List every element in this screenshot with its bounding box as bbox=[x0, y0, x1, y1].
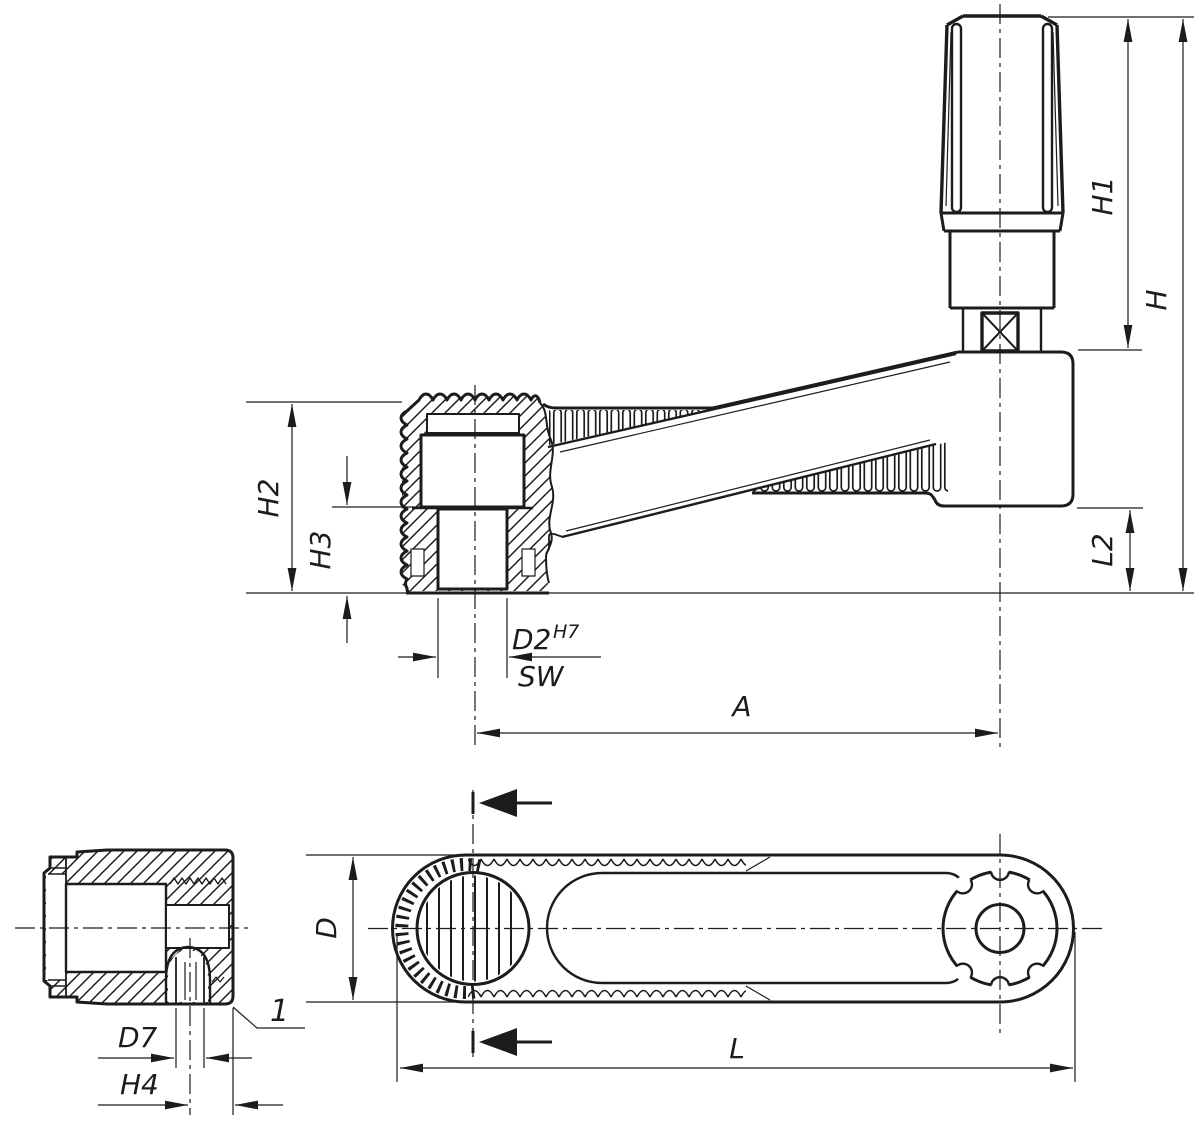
hub-bore-window bbox=[419, 433, 526, 509]
dimension-d7: D7 bbox=[98, 1008, 252, 1068]
arm-hub-step bbox=[545, 532, 564, 555]
dim-label-sw: SW bbox=[518, 660, 565, 693]
bore-walls bbox=[175, 957, 205, 1003]
dim-label-h1: H1 bbox=[1086, 177, 1119, 216]
grip-side-edges bbox=[939, 24, 1065, 214]
crank-arm bbox=[542, 350, 1075, 555]
dim-label-l2: L2 bbox=[1086, 533, 1119, 566]
dimension-h1: H1 bbox=[1086, 19, 1133, 348]
dimension-h4: H4 bbox=[98, 1008, 283, 1115]
dim-label-d: D bbox=[310, 917, 343, 939]
ext-lines-d7 bbox=[175, 1008, 205, 1068]
dimension-d2-sw: D2 H7 SW bbox=[398, 621, 601, 693]
dim-label-h4: H4 bbox=[120, 1068, 159, 1101]
section-bore bbox=[64, 882, 168, 974]
bore-dome bbox=[164, 945, 212, 1003]
grip-groove-right bbox=[1041, 22, 1054, 214]
cap-step-lines bbox=[48, 867, 66, 987]
dim-label-l: L bbox=[729, 1032, 745, 1065]
handle-grip bbox=[939, 14, 1065, 353]
hub-square-hole bbox=[436, 507, 509, 591]
grip-side-inner-lines bbox=[945, 31, 1059, 207]
dimension-h2: H2 bbox=[252, 404, 297, 591]
dimension-l2: L2 bbox=[1086, 510, 1135, 591]
bushing-sides bbox=[961, 308, 1043, 351]
knurl-band-bottom bbox=[468, 985, 746, 999]
hub-top-recess bbox=[426, 413, 520, 434]
dim-label-d7: D7 bbox=[118, 1021, 158, 1054]
neck-sides bbox=[948, 231, 1056, 308]
side-section-view: D7 H4 1 bbox=[15, 848, 305, 1115]
callout-1: 1 bbox=[232, 994, 305, 1029]
ext-lines-d bbox=[306, 854, 462, 1003]
dimension-d: D bbox=[306, 854, 462, 1003]
arm-end-block bbox=[752, 350, 1075, 508]
dimension-l: L bbox=[396, 932, 1076, 1082]
dimension-h: H bbox=[1140, 19, 1188, 591]
callout-leader bbox=[232, 1006, 305, 1029]
dim-label-d2-tolerance: H7 bbox=[553, 621, 579, 643]
ext-lines-d2 bbox=[437, 598, 508, 678]
section-arrow-top bbox=[479, 789, 552, 817]
bore-thread-lines bbox=[184, 962, 197, 1000]
arm-web-bottom-inner-line bbox=[565, 439, 931, 532]
grip-top-chamfers bbox=[946, 14, 1058, 27]
section-arrow-bottom bbox=[479, 1028, 552, 1056]
knurl-band-taper-lines bbox=[745, 856, 771, 1001]
serration-teeth bbox=[169, 877, 227, 885]
knurl-band-top bbox=[468, 857, 746, 871]
section-mid-band bbox=[165, 904, 230, 949]
dim-label-h2: H2 bbox=[252, 479, 285, 518]
front-view: H2 H3 H1 H L2 A D2 H7 SW bbox=[246, 4, 1194, 748]
section-outline bbox=[42, 848, 235, 1006]
dim-label-h3: H3 bbox=[304, 531, 337, 570]
dim-label-h: H bbox=[1140, 289, 1173, 310]
arm-rib-band-lower bbox=[753, 442, 948, 492]
collar-sides bbox=[939, 212, 1065, 232]
hub-groove-left bbox=[410, 548, 425, 577]
arm-web-top-inner-line bbox=[559, 361, 951, 453]
knurled-stud-cross-icon bbox=[981, 312, 1019, 352]
ext-lines-l bbox=[396, 932, 1076, 1082]
extension-lines bbox=[246, 16, 1194, 678]
boss-bore-white bbox=[168, 950, 208, 1002]
arm-top-edge bbox=[542, 350, 959, 410]
dimension-h3: H3 bbox=[304, 456, 352, 643]
hub-knurled-top-edge bbox=[405, 392, 542, 413]
dimension-a: A bbox=[477, 690, 998, 738]
dim-label-a: A bbox=[730, 690, 751, 723]
top-view: D L bbox=[306, 789, 1106, 1082]
arm-web-bottom-edge bbox=[561, 442, 937, 539]
serration-tick bbox=[211, 976, 225, 983]
grip-cap-interior bbox=[46, 874, 66, 980]
callout-label: 1 bbox=[270, 994, 289, 1029]
grip-groove-left bbox=[950, 22, 963, 214]
hub-section bbox=[399, 392, 555, 595]
hub-knurled-left-edge bbox=[399, 409, 413, 595]
arm-web-top-edge bbox=[547, 352, 957, 449]
hub-groove-right bbox=[521, 548, 536, 577]
dim-label-d2: D2 bbox=[512, 623, 551, 656]
